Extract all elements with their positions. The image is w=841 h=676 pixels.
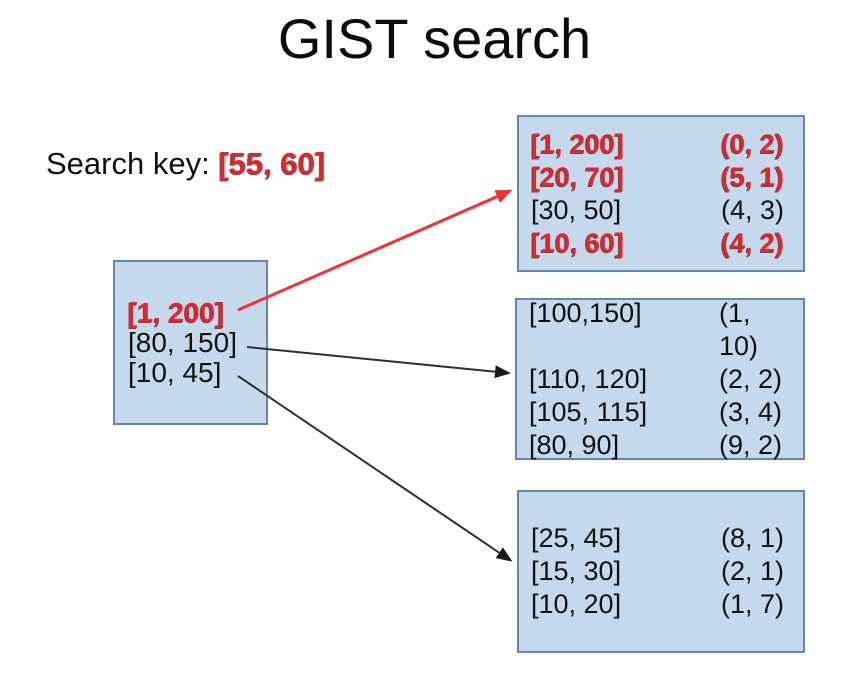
leaf-node-2: [100,150] (1, 10) [110, 120] (2, 2) [105… (515, 298, 805, 460)
leaf-node-1: [1, 200] (0, 2) [20, 70] (5, 1) [30, 50]… (517, 115, 805, 272)
leaf-entry-key: [30, 50] (531, 194, 622, 225)
leaf-entry: [1, 200] (0, 2) (519, 128, 803, 161)
leaf-entry-pointer: (2, 1) (721, 556, 785, 586)
leaf-entry-key: [10, 20] (531, 589, 622, 619)
leaf-entry-key: [110, 120] (529, 363, 648, 394)
leaf-entry-key: [10, 60] (531, 227, 625, 258)
leaf-entry: [110, 120] (2, 2) (517, 363, 803, 396)
leaf-entry-key: [1, 200] (531, 128, 625, 159)
leaf-entry-pointer: (2, 2) (719, 363, 783, 394)
search-key-label: Search key: (46, 146, 210, 181)
root-entry: [80, 150] (115, 326, 266, 358)
leaf-entry-key: [100,150] (529, 297, 642, 328)
leaf-entry-pointer: (5, 1) (721, 161, 785, 192)
leaf-entry-pointer: (1, 7) (721, 589, 785, 619)
leaf-entry: [30, 50] (4, 3) (519, 194, 803, 227)
leaf-entry: [15, 30] (2, 1) (519, 555, 803, 588)
leaf-entry-pointer: (1, 10) (719, 297, 759, 361)
arrow-to-leaf-2 (246, 346, 511, 379)
leaf-entry: [10, 20] (1, 7) (519, 588, 803, 621)
leaf-node-3: [25, 45] (8, 1) [15, 30] (2, 1) [10, 20]… (517, 490, 805, 653)
root-entry: [10, 45] (115, 356, 266, 388)
leaf-entry: [25, 45] (8, 1) (519, 522, 803, 555)
root-entry: [1, 200] (115, 296, 266, 328)
page-title: GIST search (277, 7, 592, 70)
arrow-to-leaf-3 (237, 375, 513, 562)
leaf-entry-key: [20, 70] (531, 161, 625, 192)
leaf-entry-pointer: (8, 1) (721, 523, 785, 553)
root-entry-key: [1, 200] (128, 296, 225, 328)
root-node: [1, 200] [80, 150] [10, 45] (113, 260, 268, 425)
leaf-entry: [100,150] (1, 10) (517, 297, 803, 363)
leaf-entry-pointer: (4, 3) (721, 194, 785, 225)
search-path-arrow-to-leaf-1 (237, 189, 513, 312)
search-key: Search key:[55, 60] (46, 146, 326, 182)
search-key-value: [55, 60] (218, 146, 326, 181)
leaf-entry-pointer: (0, 2) (721, 128, 785, 159)
root-entry-key: [10, 45] (128, 356, 222, 388)
leaf-entry-key: [25, 45] (531, 523, 622, 553)
leaf-entry-key: [80, 90] (529, 429, 620, 460)
leaf-entry: [10, 60] (4, 2) (519, 227, 803, 260)
leaf-entry: [105, 115] (3, 4) (517, 396, 803, 429)
leaf-entry-pointer: (3, 4) (719, 396, 783, 427)
root-entry-key: [80, 150] (128, 326, 237, 358)
leaf-entry-pointer: (9, 2) (719, 429, 783, 460)
leaf-entry-key: [105, 115] (529, 396, 648, 427)
leaf-entry-key: [15, 30] (531, 556, 622, 586)
leaf-entry: [20, 70] (5, 1) (519, 161, 803, 194)
leaf-entry: [80, 90] (9, 2) (517, 429, 803, 462)
leaf-entry-pointer: (4, 2) (721, 227, 785, 258)
